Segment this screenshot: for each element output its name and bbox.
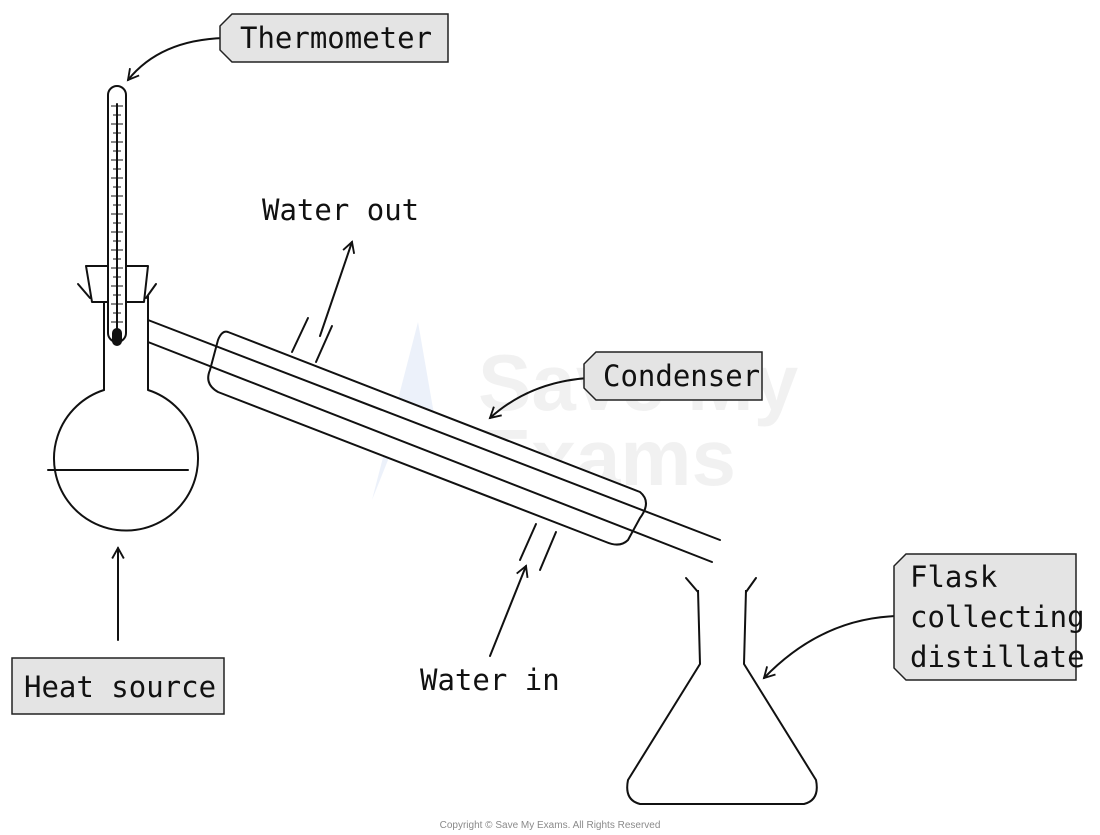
conical-flask — [626, 577, 818, 805]
condenser-arrow — [488, 377, 589, 420]
water-out-label: Water out — [262, 193, 419, 227]
heat-source-label-tag: Heat source — [11, 657, 225, 715]
conical-flask-lip-right — [745, 577, 757, 593]
water-in-pipe-right — [539, 531, 557, 571]
thermometer-tag-box — [219, 13, 449, 63]
copyright-notice: Copyright © Save My Exams. All Rights Re… — [440, 820, 661, 831]
condenser-tag-box — [583, 351, 763, 401]
water-in-arrow — [489, 564, 529, 657]
condenser-label-tag: Condenser — [583, 351, 763, 401]
thermometer-scale — [111, 105, 123, 323]
thermometer — [107, 85, 127, 346]
condenser-label: Condenser — [603, 359, 760, 393]
condenser-inner-tube-top — [147, 319, 721, 541]
condenser-inner-tube-bottom — [147, 341, 713, 563]
stopper-lip-left — [77, 283, 91, 299]
flask-collecting-label-tag: Flask collecting distillate — [893, 553, 1085, 681]
water-out-pipe-right — [315, 325, 333, 363]
conical-flask-lip-left — [685, 577, 699, 593]
stopper-lip-right — [145, 283, 157, 299]
water-out-pipe-left — [291, 317, 309, 353]
flask-collecting-arrow — [762, 615, 899, 680]
water-out-arrow — [319, 240, 356, 337]
thermometer-label: Thermometer — [240, 21, 432, 55]
round-bottom-flask — [47, 265, 199, 532]
flask-body — [53, 296, 199, 532]
heat-source-tag-box — [11, 657, 225, 715]
flask-collecting-label-line2: collecting — [910, 600, 1085, 634]
heat-source-label: Heat source — [24, 670, 216, 704]
thermometer-arrow — [126, 37, 225, 82]
thermometer-label-tag: Thermometer — [219, 13, 449, 63]
flask-collecting-label-line1: Flask — [910, 560, 998, 594]
conical-flask-body — [626, 589, 818, 805]
water-in-pipe-left — [519, 523, 537, 561]
water-in-label: Water in — [420, 663, 560, 697]
condenser — [147, 317, 721, 571]
thermometer-bulb — [112, 328, 122, 346]
flask-collecting-label-line3: distillate — [910, 640, 1085, 674]
flask-collecting-tag-box — [893, 553, 1077, 681]
